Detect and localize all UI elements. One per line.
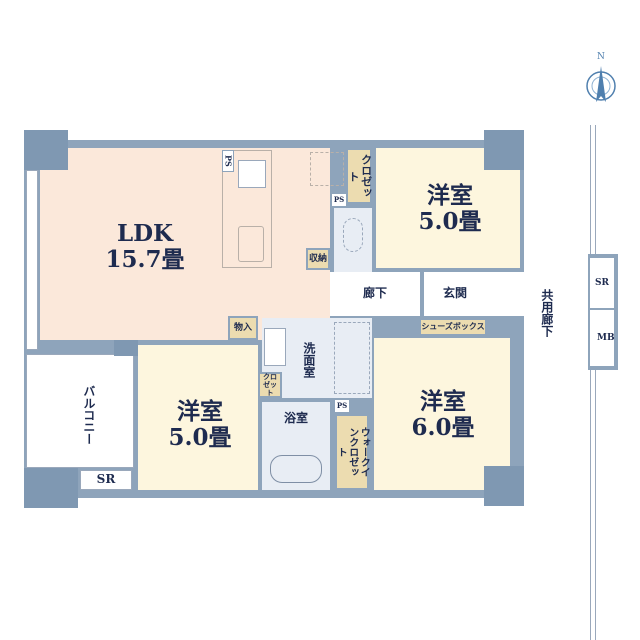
balcony-strip — [26, 170, 38, 350]
balcony-sr-label: SR — [96, 472, 116, 487]
common-corridor-label: 共用廊下 — [539, 288, 554, 337]
pillar — [24, 468, 78, 508]
balcony-label: バルコニー — [81, 385, 96, 445]
walk-in-closet-label: ウォークインクロゼット — [335, 427, 370, 477]
pillar — [484, 466, 524, 506]
bedroom-north-label: 洋室 5.0畳 — [400, 182, 500, 236]
bedroom-east-label: 洋室 6.0畳 — [393, 388, 493, 442]
ldk-passage — [230, 270, 330, 318]
walk-in-closet: ウォークインクロゼット — [335, 414, 369, 490]
exterior-sr: SR — [590, 258, 614, 308]
storage-closet: 物入 — [228, 316, 258, 340]
bedroom-west-name: 洋室 — [177, 397, 223, 425]
bathtub-icon — [270, 455, 322, 483]
ldk-size: 15.7畳 — [105, 246, 185, 273]
entrance-label: 玄関 — [442, 286, 467, 301]
balcony — [26, 354, 134, 468]
hallway: 廊下 — [330, 272, 420, 316]
washroom-label: 洗面室 — [301, 342, 316, 378]
pillar — [24, 130, 68, 170]
ldk-name: LDK — [116, 219, 174, 247]
closet-north: クロゼット — [346, 148, 373, 204]
bedroom-north-size: 5.0畳 — [418, 208, 482, 235]
exterior-mb-label: MB — [597, 332, 615, 343]
ps-toilet-label: PS — [333, 194, 345, 204]
ps-toilet: PS — [332, 194, 346, 206]
closet-small: クロゼット — [258, 372, 282, 398]
exterior-sr-label: SR — [595, 277, 609, 288]
closet-small-label: クロゼット — [263, 371, 277, 398]
bedroom-north-name: 洋室 — [427, 181, 473, 209]
shoe-box: シューズボックス — [419, 318, 487, 336]
storage-closet-label: 物入 — [233, 322, 252, 333]
fridge-space — [310, 152, 344, 186]
compass-north-label: N — [597, 52, 605, 62]
bedroom-east-size: 6.0畳 — [411, 414, 475, 441]
pillar — [484, 130, 524, 170]
compass-icon: N — [584, 52, 618, 106]
balcony-sr: SR — [80, 470, 132, 490]
room-bedroom-west — [138, 345, 258, 490]
kitchen-counter — [222, 150, 272, 268]
ps-wic-label: PS — [336, 400, 348, 410]
washer-space — [334, 322, 370, 394]
front-door-gap[interactable] — [486, 272, 524, 316]
sink-icon — [238, 226, 264, 262]
bathroom-label: 浴室 — [283, 411, 308, 425]
storage: 収納 — [306, 248, 330, 270]
ps-ldk: PS — [222, 150, 234, 172]
hallway-label: 廊下 — [362, 286, 387, 301]
closet-north-label: クロゼット — [347, 154, 373, 198]
bedroom-west-label: 洋室 5.0畳 — [150, 398, 250, 452]
ps-wic: PS — [335, 400, 349, 412]
bedroom-east-name: 洋室 — [420, 387, 466, 415]
bedroom-west-size: 5.0畳 — [168, 424, 232, 451]
washbasin — [264, 328, 286, 366]
exterior-mb: MB — [590, 310, 615, 366]
entrance: 玄関 — [424, 272, 486, 316]
storage-label: 収納 — [308, 253, 327, 264]
ps-ldk-label: PS — [223, 155, 234, 167]
stove-icon — [238, 160, 266, 188]
corridor-line — [590, 125, 596, 640]
room-bedroom-east — [374, 338, 510, 490]
ldk-label: LDK 15.7畳 — [80, 219, 210, 273]
pillar — [114, 340, 138, 356]
toilet-bowl-icon — [343, 218, 363, 252]
shoe-box-label: シューズボックス — [421, 321, 485, 332]
